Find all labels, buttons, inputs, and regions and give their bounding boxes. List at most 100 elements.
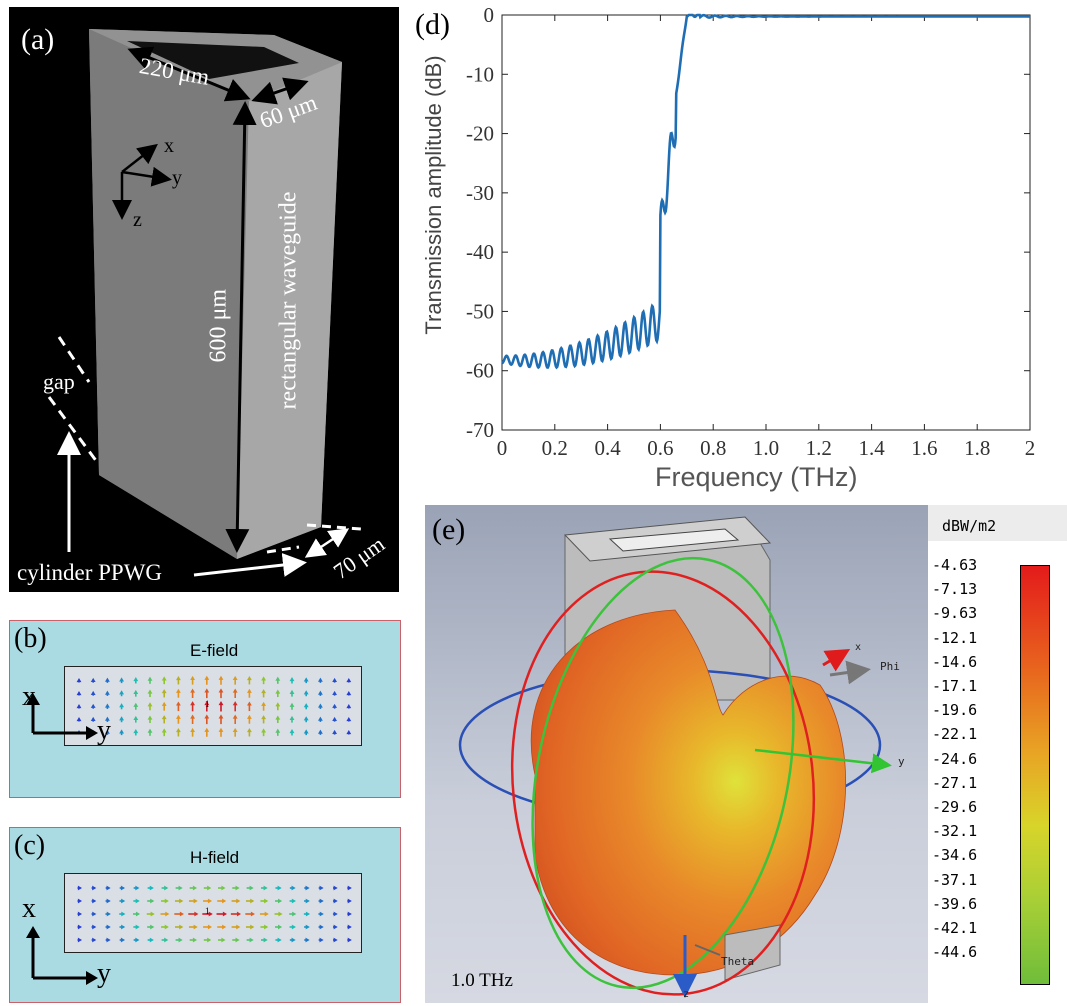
panel-c-label: (c) [14,830,46,861]
hfield-vector-arrow [133,885,140,891]
legend-color-gradient [1020,565,1050,985]
hfield-vector-arrow [133,937,140,943]
farfield-3d-pattern [458,516,892,998]
efield-vector-arrow [332,729,337,735]
ppwg-dashed-line [266,545,300,554]
efield-vector-arrow [261,676,266,685]
hfield-vector-arrow [119,937,126,943]
efield-arrow-map [76,675,352,737]
length-dimension-text: 600 μm [205,288,232,363]
hfield-vector-arrow [347,885,352,891]
panel-d-label: (d) [415,8,450,41]
efield-vector-arrow [204,714,210,725]
efield-vector-arrow [147,715,153,724]
y-tick-label: -10 [466,62,494,86]
hfield-vector-arrow [203,885,212,891]
efield-vector-arrow [232,675,238,685]
hfield-axis-x: x [22,893,36,924]
gap-dashed-line-lower [47,396,99,463]
legend-tick-label: -17.1 [932,677,978,695]
farfield-phi-label: Phi [880,660,900,673]
farfield-axis-z-label: z [683,989,690,1000]
efield-vector-arrow [232,727,238,737]
radiation-pattern-lobe [530,609,847,976]
hfield-vector-arrow [304,924,310,930]
efield-vector-arrow [346,677,352,683]
legend-tick-label: -34.6 [932,846,978,865]
efield-axis-y: y [97,715,111,746]
efield-vector-arrow [346,729,352,735]
hfield-vector-arrow [318,924,324,930]
efield-vector-arrow [303,716,309,723]
y-tick-label: -30 [466,181,494,205]
x-tick-label: 0.2 [542,436,568,460]
efield-vector-arrow [261,728,266,737]
efield-vector-arrow [232,714,238,724]
efield-vector-arrow [176,688,181,698]
hfield-vector-arrow [303,911,311,917]
hfield-vector-arrow [175,937,183,943]
y-tick-label: -20 [466,122,494,146]
legend-tick-label: -24.6 [932,749,978,768]
phi-arrow [829,660,871,685]
hfield-port-box [64,873,362,953]
hfield-vector-arrow [232,937,240,943]
efield-vector-arrow [303,703,309,710]
hfield-vector-arrow [289,911,297,917]
hfield-vector-arrow [77,911,83,917]
efield-vector-arrow [176,701,181,712]
legend-tick-label: -42.1 [932,919,978,937]
hfield-vector-arrow [218,885,226,891]
hfield-vector-arrow [318,898,324,904]
hfield-vector-arrow [119,911,126,917]
farfield-theta-label: Theta [721,955,755,968]
waveguide-model-aperture [608,528,740,552]
depth-dimension-arrow [251,77,309,105]
hfield-vector-arrow [261,885,268,891]
efield-vector-arrow [332,716,337,722]
ppwg-label: cylinder PPWG [17,560,163,585]
hfield-vector-arrow [245,911,255,917]
legend-tick-label: -44.6 [932,943,978,962]
chart-plot-frame [501,14,1031,431]
x-tick-label: 1.2 [806,436,832,460]
hfield-axis-y: y [97,958,111,989]
efield-title: E-field [190,641,239,660]
efield-vector-arrow [346,690,352,696]
efield-vector-arrow [119,677,124,684]
hfield-vector-arrow [161,924,169,930]
efield-vector-arrow [119,729,124,736]
efield-vector-arrow [275,728,281,736]
efield-vector-arrow [133,729,139,736]
hfield-vector-arrow [147,924,155,930]
hfield-vector-arrow [232,885,240,891]
hfield-vector-arrow [160,911,170,917]
efield-vector-arrow [303,690,309,697]
efield-vector-arrow [247,714,252,724]
x-tick-label: 0.8 [700,436,726,460]
legend-tick-label: -27.1 [932,773,978,792]
legend-tick-label: -39.6 [932,894,978,913]
colorbar-legend: dBW/m2 -4.63-7.13-9.63-12.1-14.6-17.1-19… [928,505,1067,1003]
hfield-vector-arrow [203,937,212,943]
hfield-vector-arrow [91,911,97,917]
efield-vector-arrow [161,715,167,724]
chart-ylabel: Transmission amplitude (dB) [421,55,446,335]
hfield-vector-arrow [161,937,169,943]
hfield-vector-arrow [91,937,97,943]
legend-tick-label: -9.63 [932,604,978,623]
hfield-vector-arrow [119,898,126,904]
hfield-vector-arrow [260,898,269,904]
legend-tick-label: -4.63 [932,556,978,574]
efield-vector-arrow [133,702,139,710]
efield-vector-arrow [76,716,82,722]
axis-y-label: y [172,167,182,189]
hfield-vector-arrow [289,924,296,930]
hfield-arrow-map [77,885,352,943]
efield-port-box [64,666,362,746]
hfield-vector-arrow [245,898,255,904]
hfield-vector-arrow [347,898,352,904]
hfield-vector-arrow [161,885,169,891]
